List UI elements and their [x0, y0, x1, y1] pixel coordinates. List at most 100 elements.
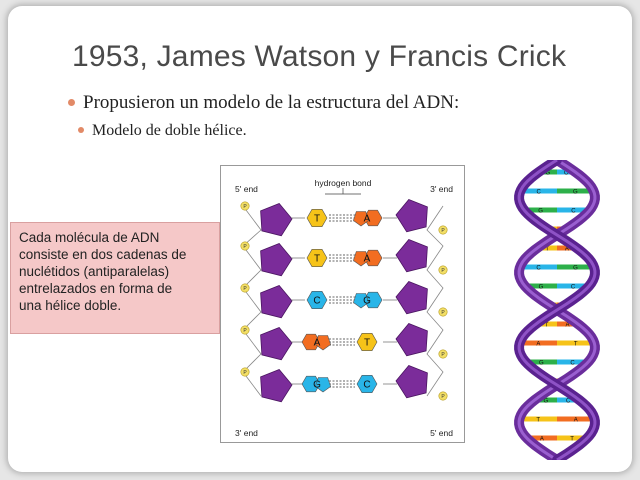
base-left-letter: T	[314, 254, 320, 265]
phosphate-left	[240, 241, 250, 251]
base-right-letter: G	[363, 296, 371, 307]
helix-base-letter: T	[545, 323, 549, 329]
base-left-letter: T	[314, 214, 320, 225]
helix-base-letter: C	[564, 171, 569, 177]
sugar-right	[395, 281, 428, 315]
helix-base-letter: G	[539, 285, 544, 291]
helix-base-letter: G	[573, 266, 578, 272]
phosphate-label: P	[441, 352, 445, 358]
helix-base-letter: A	[566, 323, 570, 329]
base-right-ring	[353, 211, 369, 227]
base-left-letter: G	[313, 380, 321, 391]
bullet-text: Propusieron un modelo de la estructura d…	[83, 92, 460, 113]
helix-base-letter: G	[543, 399, 548, 405]
helix-base-letter: C	[570, 361, 575, 367]
double-helix-illustration: C G G C C G T A C G G C A T T A C G G C T A A T	[514, 160, 600, 460]
phosphate-left	[240, 325, 250, 335]
phosphate-left	[240, 201, 250, 211]
helix-base-letter: T	[570, 437, 574, 443]
label-5-end-top: 5' end	[235, 184, 258, 194]
helix-base-letter: C	[536, 266, 541, 272]
base-right-letter: C	[363, 380, 370, 391]
helix-base-letter: C	[571, 209, 576, 215]
bullet-dot	[68, 98, 75, 106]
note-line: entrelazados en forma de	[19, 281, 173, 296]
phosphate-label: P	[243, 244, 247, 250]
phosphate-right	[438, 349, 448, 359]
base-left-ring	[306, 249, 328, 267]
phosphate-left	[240, 283, 250, 293]
sugar-right	[395, 199, 428, 233]
base-right-ring	[356, 375, 378, 393]
bullet-text: Modelo de doble hélice.	[92, 122, 247, 139]
base-left-ring	[301, 375, 321, 393]
phosphate-right	[438, 391, 448, 401]
phosphate-label: P	[441, 310, 445, 316]
base-left-ring	[315, 335, 331, 351]
base-left-ring	[301, 333, 321, 351]
helix-base-letter: C	[571, 285, 576, 291]
helix-base-letter: T	[536, 418, 540, 424]
base-right-ring	[356, 333, 378, 351]
label-hydrogen-bond: hydrogen bond	[315, 178, 372, 188]
phosphate-label: P	[441, 268, 445, 274]
phosphate-label: P	[441, 394, 445, 400]
bullet-level1: Propusieron un modelo de la estructura d…	[68, 92, 459, 114]
bullet-level2: Modelo de doble hélice.	[78, 122, 247, 140]
helix-base-letter: C	[537, 190, 542, 196]
right-backbone	[426, 205, 444, 397]
helix-base-letter: G	[546, 171, 551, 177]
helix-base-letter: T	[574, 342, 578, 348]
helix-base-letter: C	[566, 399, 571, 405]
base-right-letter: A	[364, 254, 371, 265]
phosphate-label: P	[243, 286, 247, 292]
sugar-left	[260, 243, 293, 277]
base-right-letter: A	[364, 214, 371, 225]
sugar-right	[395, 365, 428, 399]
sugar-left	[260, 285, 293, 319]
hydrogen-bond-pointer	[325, 188, 361, 195]
label-3-end-top: 3' end	[430, 184, 453, 194]
sugar-left	[260, 369, 293, 403]
phosphate-label: P	[243, 370, 247, 376]
note-box: Cada molécula de ADN consiste en dos cad…	[10, 222, 220, 334]
helix-base-letter: A	[536, 342, 540, 348]
base-right-letter: T	[364, 338, 370, 349]
helix-base-letter: A	[540, 437, 544, 443]
sugar-left	[260, 203, 293, 237]
sugar-right	[395, 323, 428, 357]
sugar-right	[395, 239, 428, 273]
helix-strand-2-highlight	[517, 160, 597, 460]
base-left-letter: A	[314, 338, 321, 349]
base-left-letter: C	[313, 296, 320, 307]
helix-base-letter: T	[545, 247, 549, 253]
helix-base-letter: G	[539, 361, 544, 367]
base-left-ring	[315, 377, 331, 393]
note-line: Cada molécula de ADN	[19, 230, 160, 245]
label-3-end-bottom: 3' end	[235, 428, 258, 438]
bullet-dot	[78, 127, 84, 134]
phosphate-right	[438, 225, 448, 235]
base-left-ring	[306, 208, 328, 228]
slide-title: 1953, James Watson y Francis Crick	[72, 40, 567, 73]
helix-base-letter: A	[574, 418, 578, 424]
base-right-ring	[353, 293, 369, 309]
helix-base-letter: A	[565, 247, 569, 253]
phosphate-right	[438, 265, 448, 275]
phosphate-label: P	[243, 204, 247, 210]
phosphate-label: P	[441, 228, 445, 234]
note-line: una hélice doble.	[19, 298, 122, 313]
helix-base-letter: G	[538, 209, 543, 215]
base-left-ring	[306, 291, 328, 309]
sugar-left	[260, 327, 293, 361]
left-backbone	[242, 205, 262, 397]
phosphate-right	[438, 307, 448, 317]
helix-base-letter: G	[573, 190, 578, 196]
base-right-ring	[353, 251, 369, 267]
note-line: nuclétidos (antiparalelas)	[19, 264, 170, 279]
phosphate-label: P	[243, 328, 247, 334]
label-5-end-bottom: 5' end	[430, 428, 453, 438]
note-line: consiste en dos cadenas de	[19, 247, 187, 262]
